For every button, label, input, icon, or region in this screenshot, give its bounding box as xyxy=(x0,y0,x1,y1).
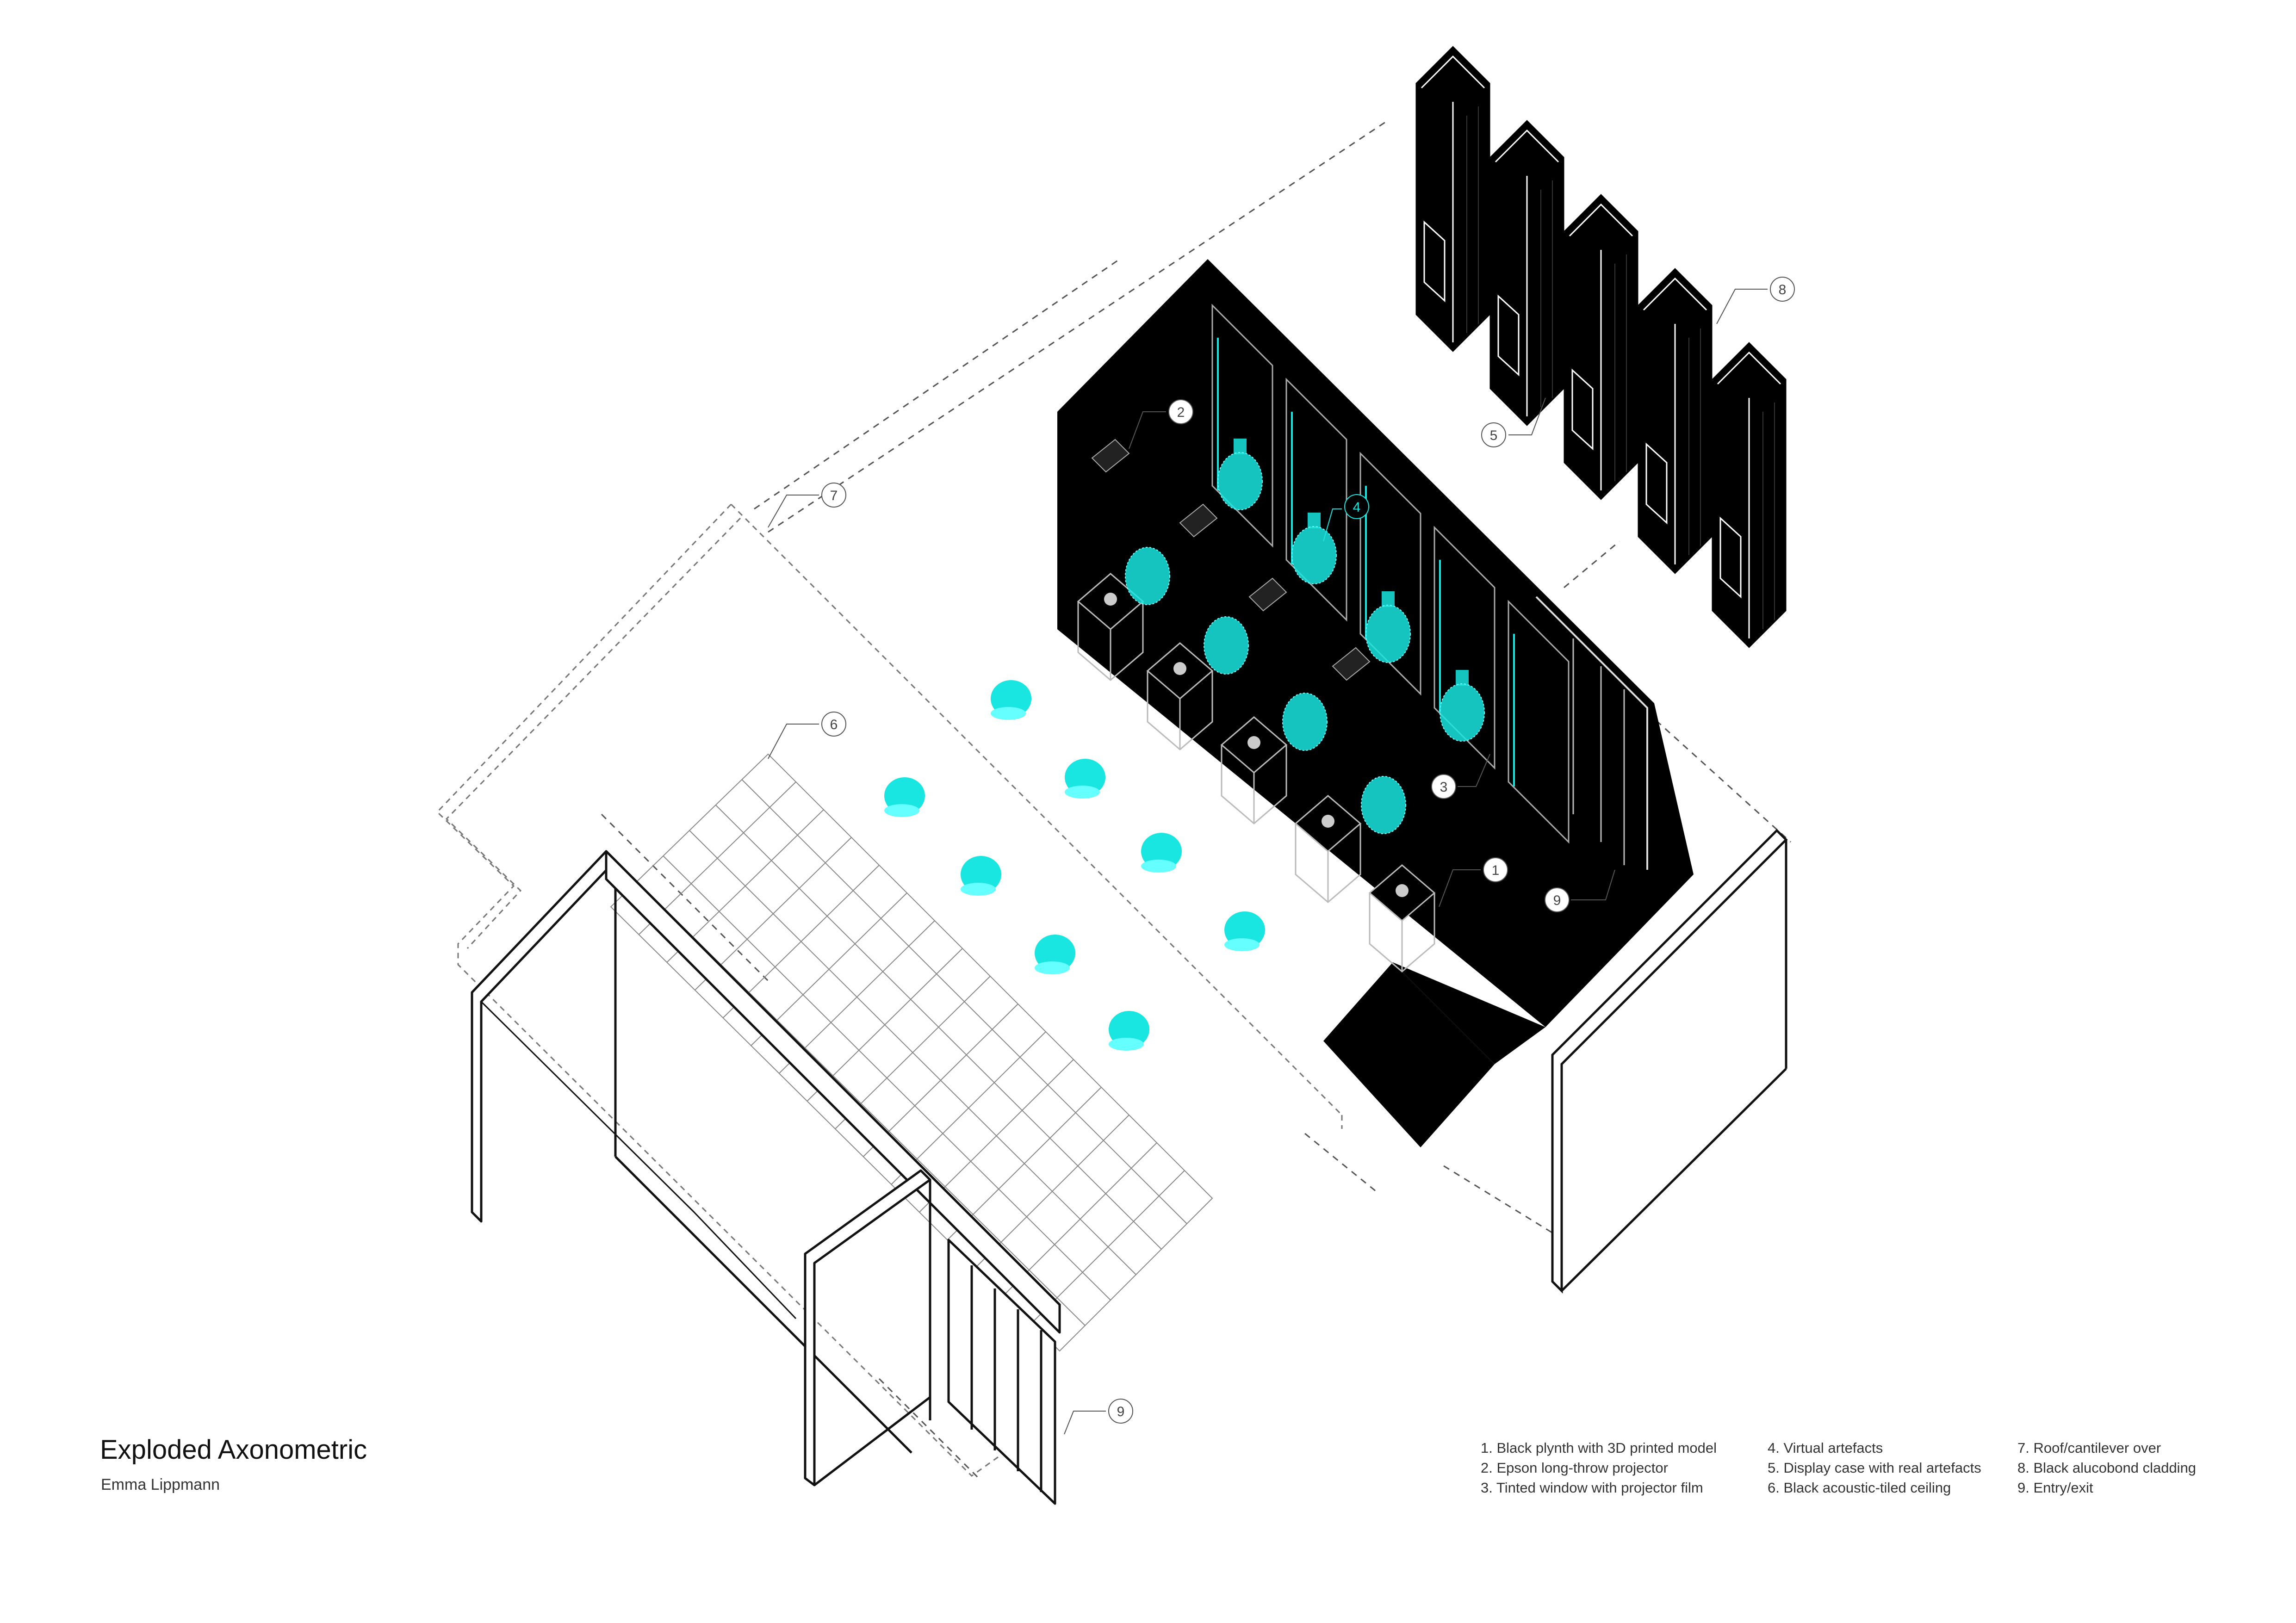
legend-item: 6. Black acoustic-tiled ceiling xyxy=(1768,1480,1951,1496)
callout-3: 3 xyxy=(1431,754,1490,799)
callout-4: 4 xyxy=(1323,494,1369,542)
svg-text:2: 2 xyxy=(1177,405,1185,420)
virtual-artefacts xyxy=(1125,439,1485,834)
virtual-artefact xyxy=(1282,693,1328,751)
virtual-artefact xyxy=(1125,547,1170,605)
floating-artefact xyxy=(1035,935,1075,974)
svg-text:3: 3 xyxy=(1440,780,1448,795)
svg-text:9: 9 xyxy=(1117,1404,1125,1419)
legend-item: 5. Display case with real artefacts xyxy=(1768,1460,1981,1476)
callout-5: 5 xyxy=(1481,397,1546,447)
legend-column-2: 4. Virtual artefacts 5. Display case wit… xyxy=(1768,1438,1981,1498)
svg-text:5: 5 xyxy=(1490,428,1498,443)
floating-artefacts xyxy=(884,680,1265,1051)
virtual-artefact xyxy=(1217,439,1263,510)
right-entry-wall xyxy=(1551,829,1788,1294)
virtual-artefact xyxy=(1291,513,1337,584)
legend-item: 3. Tinted window with projector film xyxy=(1481,1480,1703,1496)
svg-text:7: 7 xyxy=(830,488,838,503)
lower-shell-walls xyxy=(471,850,1061,1505)
callouts: 1 2 3 4 5 6 xyxy=(768,277,1795,1435)
svg-text:4: 4 xyxy=(1353,500,1361,515)
cladding-column xyxy=(1489,120,1564,426)
legend-item: 2. Epson long-throw projector xyxy=(1481,1460,1668,1476)
legend-item: 7. Roof/cantilever over xyxy=(2017,1440,2161,1456)
alucobond-cladding-columns xyxy=(1415,46,1787,648)
callout-6: 6 xyxy=(768,712,846,759)
cladding-column xyxy=(1415,46,1490,352)
svg-text:1: 1 xyxy=(1492,863,1500,878)
virtual-artefact xyxy=(1361,776,1406,834)
floating-artefact xyxy=(1065,759,1105,799)
virtual-artefact xyxy=(1365,591,1411,663)
floating-artefact xyxy=(1109,1011,1149,1051)
legend-item: 9. Entry/exit xyxy=(2017,1480,2093,1496)
drawing-title: Exploded Axonometric xyxy=(100,1435,367,1465)
roof-cantilever-outline xyxy=(436,503,1343,1477)
virtual-artefact xyxy=(1440,670,1485,742)
floating-artefact xyxy=(961,856,1001,896)
legend-item: 1. Black plynth with 3D printed model xyxy=(1481,1440,1717,1456)
legend-column-3: 7. Roof/cantilever over 8. Black alucobo… xyxy=(2017,1438,2196,1498)
floating-artefact xyxy=(1224,911,1265,951)
legend-item: 8. Black alucobond cladding xyxy=(2017,1460,2197,1476)
callout-7: 7 xyxy=(768,483,846,528)
svg-text:9: 9 xyxy=(1553,893,1561,908)
entry-ramp xyxy=(1323,962,1495,1147)
cladding-column xyxy=(1712,342,1787,648)
virtual-artefact xyxy=(1204,616,1249,675)
cladding-column xyxy=(1638,268,1713,574)
callout-8: 8 xyxy=(1716,277,1795,324)
floating-artefact xyxy=(1141,833,1182,873)
author-name: Emma Lippmann xyxy=(101,1476,220,1493)
callout-1: 1 xyxy=(1439,857,1508,907)
construction-lines xyxy=(601,119,1792,1481)
legend-column-1: 1. Black plynth with 3D printed model 2.… xyxy=(1481,1438,1717,1498)
floating-artefact xyxy=(991,680,1031,720)
floating-artefact xyxy=(884,777,925,817)
svg-text:6: 6 xyxy=(830,717,838,732)
callout-9-gallery: 9 xyxy=(1545,869,1615,912)
callout-9-lower: 9 xyxy=(1064,1399,1133,1435)
callout-2: 2 xyxy=(1129,399,1193,449)
cladding-column xyxy=(1564,194,1638,500)
legend-item: 4. Virtual artefacts xyxy=(1768,1440,1883,1456)
acoustic-tiled-ceiling xyxy=(610,753,1213,1352)
svg-text:8: 8 xyxy=(1779,282,1787,297)
